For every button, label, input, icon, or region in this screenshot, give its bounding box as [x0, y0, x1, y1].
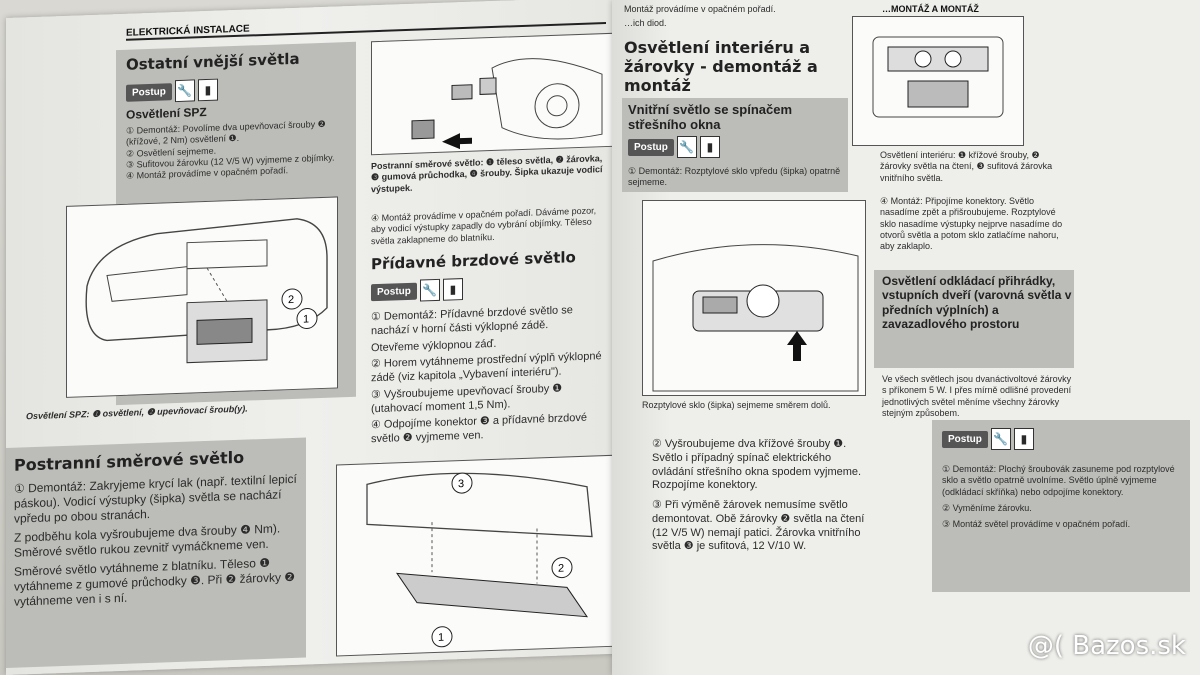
spz-heading: Osvětlení SPZ [126, 104, 207, 122]
roof-step-2: ② Vyšroubujeme dva křížové šrouby ❶. Svě… [652, 438, 862, 492]
roof-subtitle: Vnitřní světlo se spínačem střešního okn… [628, 102, 793, 132]
glovebox-steps: ① Demontáž: Plochý šroubovák zasuneme po… [942, 464, 1182, 530]
wrench-icon: 🔧 [174, 79, 195, 103]
top-fragment: Montáž provádíme v opačném pořadí. [624, 4, 776, 14]
postup-badge-3: Postup 🔧 ▮ [628, 136, 720, 158]
spz-illustration: 2 1 [66, 196, 338, 398]
left-page: ELEKTRICKÁ INSTALACE Ostatní vnější svět… [6, 0, 616, 675]
screwdriver-icon: ▮ [699, 136, 720, 158]
callout-2: 2 [288, 294, 294, 306]
right-section-header: …MONTÁŽ A MONTÁŽ [882, 4, 979, 14]
side-marker-steps: ① Demontáž: Zakryjeme krycí lak (např. t… [14, 472, 299, 610]
glovebox-intro: Ve všech světlech jsou dvanáctivoltové ž… [882, 374, 1072, 418]
callout-2b: 2 [558, 563, 564, 575]
side-marker-caption: Postranní směrové světlo: ❶ těleso světl… [371, 153, 603, 194]
watermark: @( Bazos.sk [1027, 631, 1186, 661]
glovebox-step-2: ② Vyměníme žárovku. [942, 502, 1032, 513]
interior-title: Osvětlení interiéru a žárovky - demontáž… [624, 38, 818, 96]
postup-badge: Postup 🔧 ▮ [126, 78, 218, 104]
screwdriver-icon: ▮ [197, 78, 218, 102]
reading-light-illustration [852, 16, 1024, 146]
roof-steps: ② Vyšroubujeme dva křížové šrouby ❶. Svě… [652, 438, 874, 554]
glovebox-title: Osvětlení odkládací přihrádky, vstupních… [882, 274, 1072, 332]
brake-step-1: ① Demontáž: Přídavné brzdové světlo se n… [371, 304, 573, 338]
glovebox-panel [874, 270, 1074, 368]
postup-badge-2: Postup 🔧 ▮ [371, 278, 463, 303]
right-page: Montáž provádíme v opačném pořadí. …ich … [612, 0, 1200, 675]
brake-step-3: ② Horem vytáhneme prostřední výplň výklo… [371, 350, 602, 385]
wrench-icon: 🔧 [990, 428, 1011, 450]
wrench-icon: 🔧 [676, 136, 697, 158]
side-marker-illustration [371, 32, 613, 156]
brake-light-illustration: 3 2 1 [336, 454, 613, 657]
reading-assembly: ④ Montáž: Připojíme konektory. Světlo na… [880, 196, 1063, 251]
brake-step-5: ④ Odpojíme konektor ❸ a přídavné brzdové… [371, 411, 587, 446]
roof-step-1: ① Demontáž: Rozptylové sklo vpředu (šipk… [628, 166, 841, 188]
side-step-1: ① Demontáž: Zakryjeme krycí lak (např. t… [14, 471, 297, 526]
postup-badge-4: Postup 🔧 ▮ [942, 428, 1034, 450]
roof-caption: Rozptylové sklo (šipka) sejmeme směrem d… [642, 400, 831, 410]
spz-caption: Osvětlení SPZ: ❶ osvětlení, ❷ upevňovací… [26, 403, 248, 422]
screwdriver-icon: ▮ [1013, 428, 1034, 450]
glovebox-steps-panel [932, 420, 1190, 592]
reading-caption: Osvětlení interiéru: ❶ křížové šrouby, ❷… [880, 150, 1053, 183]
callout-1b: 1 [438, 632, 444, 644]
glovebox-step-1: ① Demontáž: Plochý šroubovák zasuneme po… [942, 464, 1175, 497]
wrench-icon: 🔧 [419, 278, 440, 302]
brake-step-4: ③ Vyšroubujeme upevňovací šrouby ❶ (utah… [371, 382, 563, 415]
callout-1: 1 [303, 313, 309, 325]
side-step-2: Z podběhu kola vyšroubujeme dva šrouby ❹… [14, 521, 281, 560]
spz-steps: ① Demontáž: Povolíme dva upevňovací šrou… [126, 118, 351, 182]
callout-3: 3 [458, 478, 464, 490]
brake-steps: ① Demontáž: Přídavné brzdové světlo se n… [371, 303, 611, 447]
screwdriver-icon: ▮ [442, 278, 463, 301]
roof-light-illustration [642, 200, 866, 396]
roof-step-3: ③ Při výměně žárovek nemusíme světlo dem… [652, 499, 865, 553]
brake-light-title: Přídavné brzdové světlo [371, 248, 576, 274]
glovebox-step-3: ③ Montáž světel provádíme v opačném pořa… [942, 519, 1131, 529]
top-fragment-2: …ich diod. [624, 18, 667, 28]
side-marker-assembly: ④ Montáž provádíme v opačném pořadí. Dáv… [371, 205, 597, 246]
